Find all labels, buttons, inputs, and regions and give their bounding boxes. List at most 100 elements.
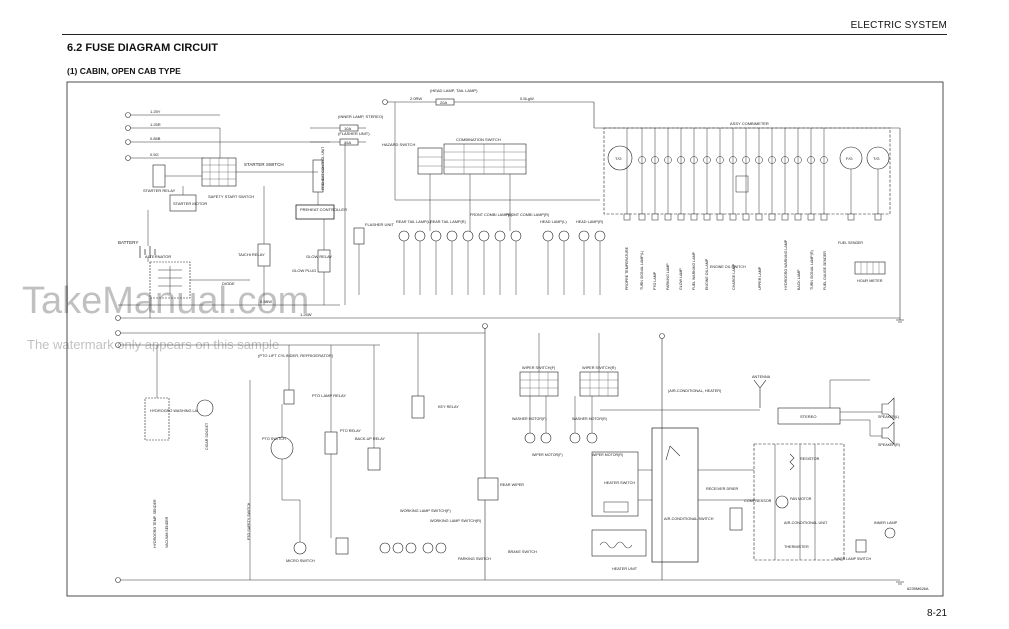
component-label: FRONT COMBI LAMP(R) — [506, 213, 550, 217]
heater-switch: HEATER SWITCH — [591, 451, 639, 517]
meter-label: PROPRE TEMPERATURE — [625, 246, 629, 290]
component-label: FUEL SENDER — [838, 241, 863, 245]
compressor-relay: COMPRESSOR — [729, 499, 772, 531]
component-label: REAR TAIL LAMP(L) — [396, 220, 432, 224]
meter-label: HYDROGRO WARNING LAMP — [784, 239, 788, 290]
combination-switch: COMBINATION SWITCH — [443, 137, 527, 175]
speakers: SPEAKER(L) SPEAKER(R) — [878, 397, 900, 447]
starter-relay: STARTER RELAY — [143, 164, 176, 193]
wire-label: 2.0RW — [410, 96, 422, 101]
component-label: HOUR METER — [857, 279, 883, 283]
component-label: HEATER SWITCH — [604, 481, 635, 485]
fuse-label: (INNER LAMP, STEREO) — [338, 114, 384, 119]
component-label: FLASHER UNIT — [365, 222, 394, 227]
component-label: ENGINE OIL SWITCH — [710, 265, 746, 269]
component-label: GLOW PLUG — [292, 268, 316, 273]
component-label: INNER LAMP — [874, 521, 898, 525]
component-label: SAFETY START SWITCH — [208, 194, 254, 199]
gauge-label: T/G — [615, 156, 622, 161]
flasher-unit: FLASHER UNIT — [353, 222, 394, 245]
wire-labels: 1.25Y 1.25R 0.85B 0.5G 2.0RW 0.5LgW 1.25… — [150, 96, 534, 317]
meter-label: GLOW LAMP — [679, 268, 683, 290]
component-label: WASHER MOTOR(F) — [512, 417, 547, 421]
component-label: HEAD LAMP(L) — [540, 220, 567, 224]
component-label: GLOW RELAY — [306, 254, 332, 259]
component-label: PTO SWITCH — [262, 437, 286, 441]
meter-label: FUEL WARNING LAMP — [692, 251, 696, 290]
figure-code: 6239M626A — [907, 586, 929, 591]
component-label: AIR-CONDITIONAL UNIT — [784, 521, 828, 525]
section-title: 6.2 FUSE DIAGRAM CIRCUIT — [67, 42, 218, 54]
meter-label: PTO LAMP — [653, 271, 657, 290]
component-label: HAZARD SWITCH — [382, 142, 415, 147]
fuse-rating: 10A — [344, 126, 351, 131]
component-label: PREHEAT CONTROLLER — [300, 207, 347, 212]
component-label: WORKING LAMP SWITCH(F) — [400, 509, 452, 513]
wire-label: 0.85B — [150, 136, 161, 141]
combimeter-leads — [626, 128, 879, 218]
battery — [139, 246, 156, 258]
watermark-brand: TakeManual.com — [22, 280, 309, 322]
component-label: MICRO SWITCH — [286, 559, 315, 563]
component-label: RECEIVER DRIER — [706, 487, 739, 491]
component-label: ALTERNATOR — [145, 254, 171, 259]
preheat-control-unit: PREHEAT CONTROL UNIT — [312, 146, 325, 193]
section-subtitle: (1) CABIN, OPEN CAB TYPE — [67, 66, 181, 76]
component-label: FAN MOTOR — [790, 497, 812, 501]
wire-label: 1.25W — [300, 312, 312, 317]
inner-lamp: INNER LAMP INNER LAMP SWITCH — [834, 521, 898, 561]
component-label: (AIR-CONDITIONAL, HEATER) — [668, 389, 722, 393]
ac-wires — [638, 444, 816, 560]
meter-label: BACK LAMP — [797, 269, 801, 290]
component-label: PTO RELAY — [340, 429, 361, 433]
lower-terminals — [115, 323, 665, 583]
combimeter-connectors — [623, 213, 882, 221]
component-label: ANTENNA — [752, 375, 771, 379]
preheat-controller: PREHEAT CONTROLLER — [295, 204, 347, 220]
air-conditional-unit: RESISTOR FAN MOTOR AIR-CONDITIONAL UNIT … — [753, 443, 845, 561]
diagram-frame — [66, 81, 944, 597]
meter-label: UPPER LAMP — [758, 266, 762, 290]
meter-label: ENGINE OIL LAMP — [705, 258, 709, 290]
wire-label: 1.25Y — [150, 109, 161, 114]
assy-combimeter: ASSY COMBIMETER T/G F/G T/G — [603, 121, 891, 215]
taichi-relay: TAICHI RELAY — [238, 243, 271, 267]
component-label: AIR-CONDITIONAL SWITCH — [664, 517, 714, 521]
stereo-wires — [829, 379, 882, 437]
component-label: PTO LAMP RELAY — [312, 393, 346, 398]
component-label: WASHER MOTOR(R) — [572, 417, 607, 421]
gauge-label: T/G — [873, 156, 880, 161]
antenna: ANTENNA — [752, 375, 771, 408]
component-label: PREHEAT CONTROL UNIT — [321, 146, 325, 190]
lamp-row — [398, 230, 606, 242]
page-number: 8-21 — [926, 608, 947, 619]
hydro-washing: HYDROGRO WASHING LAMP — [144, 345, 203, 441]
lamp-wires — [358, 102, 601, 295]
component-label: BACK-UP RELAY — [355, 437, 386, 441]
component-label: SPEAKER(L) — [878, 415, 899, 419]
component-label: STARTER RELAY — [143, 188, 176, 193]
meter-label: FUEL GAUGE SENDER — [823, 251, 827, 290]
component-label: FRONT COMBI LAMP(L) — [470, 213, 513, 217]
component-label: ASSY COMBIMETER — [730, 121, 769, 126]
key-relay: KEY RELAY — [411, 333, 459, 419]
component-label: STARTER MOTOR — [173, 201, 207, 206]
upper-left-wires — [147, 128, 346, 318]
fuse-flasher: (FLASHER UNIT) 15A — [338, 131, 370, 146]
fuse-label: (HEAD LAMP, TAIL LAMP) — [430, 88, 478, 93]
component-label: CIGAR SOCKET — [205, 422, 209, 450]
component-label: WIPER MOTOR(R) — [592, 453, 623, 457]
component-label: PARKING SWITCH — [458, 557, 491, 561]
component-label: BRAKE SWITCH — [508, 550, 537, 554]
cigar-socket-symbol — [196, 399, 214, 417]
hour-meter: HOUR METER — [854, 261, 886, 283]
component-label: SPEAKER(R) — [878, 443, 900, 447]
meter-label: TURN SIGNAL LAMP(L) — [640, 251, 644, 290]
lamp-labels: REAR TAIL LAMP(L) REAR TAIL LAMP(R) FRON… — [396, 213, 604, 224]
stereo: STEREO — [777, 407, 841, 425]
air-conditional-switch: AIR-CONDITIONAL SWITCH — [651, 427, 714, 563]
component-label: HEATER UNIT — [612, 567, 638, 571]
gauge-label: F/G — [846, 156, 853, 161]
component-label: HYDROGRO WASHING LAMP — [150, 409, 203, 413]
